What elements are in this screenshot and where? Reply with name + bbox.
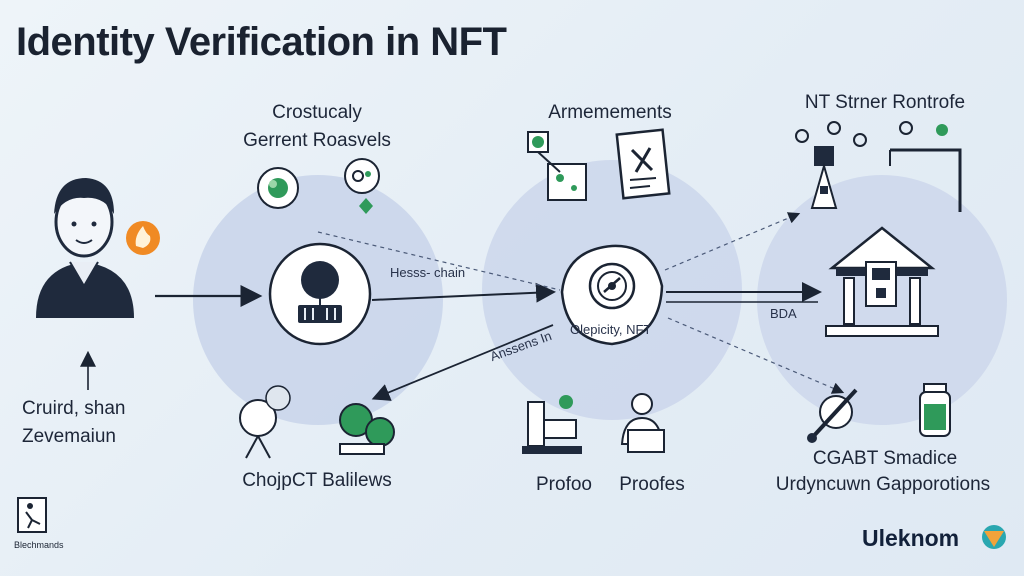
arrow-label-hessa-chain: Hesss- chain (390, 265, 466, 280)
user-avatar-icon (36, 178, 134, 318)
label-top-middle: Armemements (548, 102, 672, 123)
verifier-person-icon (620, 393, 665, 453)
satellite-tower-icon (795, 121, 867, 209)
monitor-panel-icon (889, 121, 962, 212)
corner-badge-icon (17, 497, 47, 533)
node-label-nft: Olepicity, NFT (570, 322, 652, 337)
label-top-right: NT Strner Rontrofe (804, 92, 966, 113)
label-bottom-left: ChojpCT Balilews (242, 470, 392, 491)
label-bottom-right-2: Urdyncuwn Gapporotions (775, 474, 991, 495)
agreement-tablet-icon (527, 131, 587, 201)
page-title: Identity Verification in NFT (16, 20, 507, 64)
key-badge-icon (344, 158, 380, 214)
dashed-link-top (317, 231, 561, 291)
microscope-scanner-icon (522, 395, 582, 454)
brand-name: Uleknom (862, 525, 960, 551)
arrow-nft-to-bottom-left (371, 324, 554, 401)
label-user-line1: Cruird, shan (22, 398, 126, 419)
coin-stack-icon (339, 403, 395, 455)
drone-icon (239, 385, 291, 459)
signed-document-icon (615, 128, 671, 200)
green-jar-icon (919, 383, 951, 437)
institution-building-icon (825, 226, 939, 337)
identity-wallet-icon (268, 242, 372, 346)
label-user-line2: Zevemaiun (22, 426, 116, 447)
arrow-label-bda: BDA (770, 306, 797, 321)
flame-badge-icon (126, 221, 160, 255)
label-top-left-1: Crostucaly (272, 102, 362, 123)
label-bottom-right-1: CGABT Smadice (812, 448, 958, 469)
dashed-link-top-right (664, 212, 801, 271)
label-bottom-middle-2: Proofes (619, 474, 685, 495)
label-top-left-2: Gerrent Roasvels (243, 130, 391, 151)
corner-caption: Blechmands (14, 540, 64, 550)
nft-seal-icon (560, 244, 664, 346)
pen-tool-icon (807, 388, 858, 443)
brand-logo-icon (982, 525, 1006, 549)
label-bottom-middle-1: Profoo (536, 474, 592, 495)
shield-leaf-icon (257, 167, 299, 209)
arrow-wallet-to-nft (371, 282, 556, 303)
